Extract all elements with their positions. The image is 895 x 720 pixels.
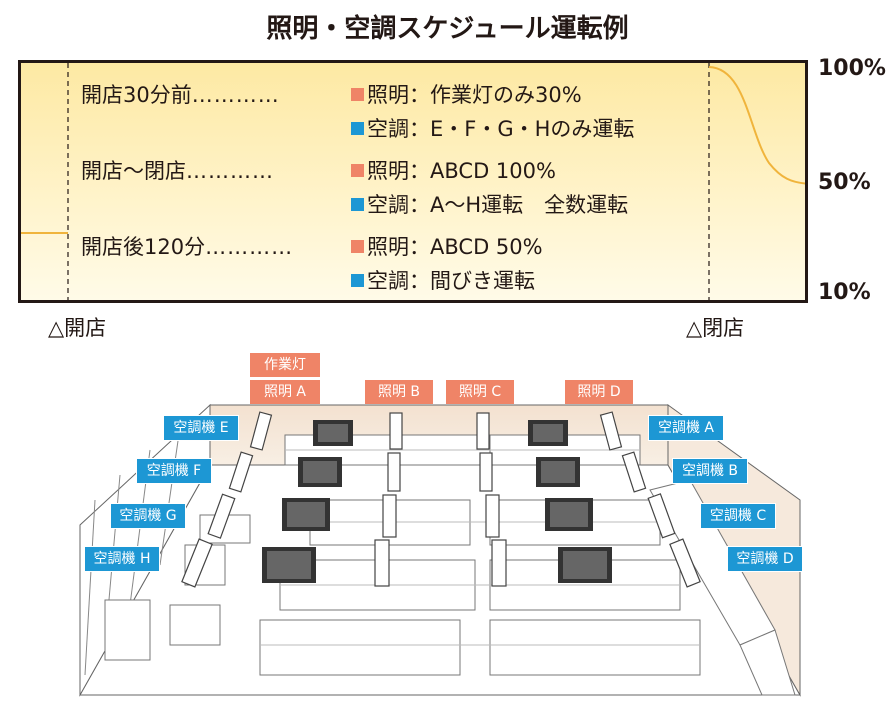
light-item-1: 照明：作業灯のみ30% — [351, 79, 582, 109]
row-time: 開店30分前 — [81, 83, 192, 107]
ac-item-1: 空調：E・F・G・Hのみ運転 — [351, 113, 634, 143]
level-100: 100% — [818, 56, 886, 81]
schedule-row-3: 開店後120分………… — [81, 231, 293, 261]
ac-item-2: 空調：A〜H運転 全数運転 — [351, 189, 628, 219]
open-marker-label: △開店 — [48, 316, 107, 340]
schedule-row-1: 開店30分前………… — [81, 79, 280, 109]
label-aircon-c: 空調機 C — [700, 503, 776, 529]
label-lighting-d: 照明 D — [565, 380, 633, 404]
lighting-square-icon — [351, 164, 364, 177]
light-setting: 照明：ABCD 50% — [367, 235, 543, 259]
ac-setting: 空調：A〜H運転 全数運転 — [367, 193, 629, 217]
lighting-square-icon — [351, 240, 364, 253]
aircon-square-icon — [351, 274, 364, 287]
label-lighting-c: 照明 C — [446, 380, 514, 404]
light-fixtures — [181, 411, 701, 588]
level-50: 50% — [818, 170, 871, 195]
label-aircon-d: 空調機 D — [727, 546, 803, 572]
level-curve-right — [708, 66, 805, 185]
label-aircon-a: 空調機 A — [648, 415, 724, 441]
level-10: 10% — [818, 280, 871, 305]
store-floor-illustration — [79, 403, 801, 697]
row-time: 開店〜閉店 — [81, 159, 186, 183]
label-lighting-a: 照明 A — [250, 380, 320, 404]
leader-dots: ………… — [186, 159, 274, 183]
label-aircon-g: 空調機 G — [110, 503, 186, 529]
schedule-chart-lines — [21, 63, 805, 300]
schedule-chart: 開店30分前………… 照明：作業灯のみ30% 空調：E・F・G・Hのみ運転 開店… — [18, 60, 808, 303]
schedule-row-2: 開店〜閉店………… — [81, 155, 274, 185]
leader-dots: ………… — [191, 83, 280, 107]
light-setting: 照明：ABCD 100% — [367, 159, 556, 183]
aircon-square-icon — [351, 122, 364, 135]
leader-dots: ………… — [205, 235, 294, 259]
close-marker-label: △閉店 — [686, 316, 745, 340]
page-title: 照明・空調スケジュール運転例 — [266, 14, 629, 44]
shelf-detail-lines — [260, 449, 700, 646]
label-aircon-b: 空調機 B — [672, 458, 748, 484]
label-aircon-h: 空調機 H — [84, 546, 160, 572]
ac-cassettes — [262, 420, 612, 583]
label-lighting-b: 照明 B — [365, 380, 433, 404]
ac-item-3: 空調：間びき運転 — [351, 265, 535, 295]
lighting-square-icon — [351, 88, 364, 101]
ac-setting: 空調：間びき運転 — [367, 269, 535, 293]
label-aircon-e: 空調機 E — [163, 415, 239, 441]
aircon-square-icon — [351, 198, 364, 211]
label-aircon-f: 空調機 F — [136, 458, 212, 484]
ac-setting: 空調：E・F・G・Hのみ運転 — [367, 117, 635, 141]
light-item-3: 照明：ABCD 50% — [351, 231, 543, 261]
label-work-light: 作業灯 — [250, 353, 320, 377]
row-time: 開店後120分 — [81, 235, 206, 259]
light-item-2: 照明：ABCD 100% — [351, 155, 556, 185]
light-setting: 照明：作業灯のみ30% — [367, 83, 582, 107]
